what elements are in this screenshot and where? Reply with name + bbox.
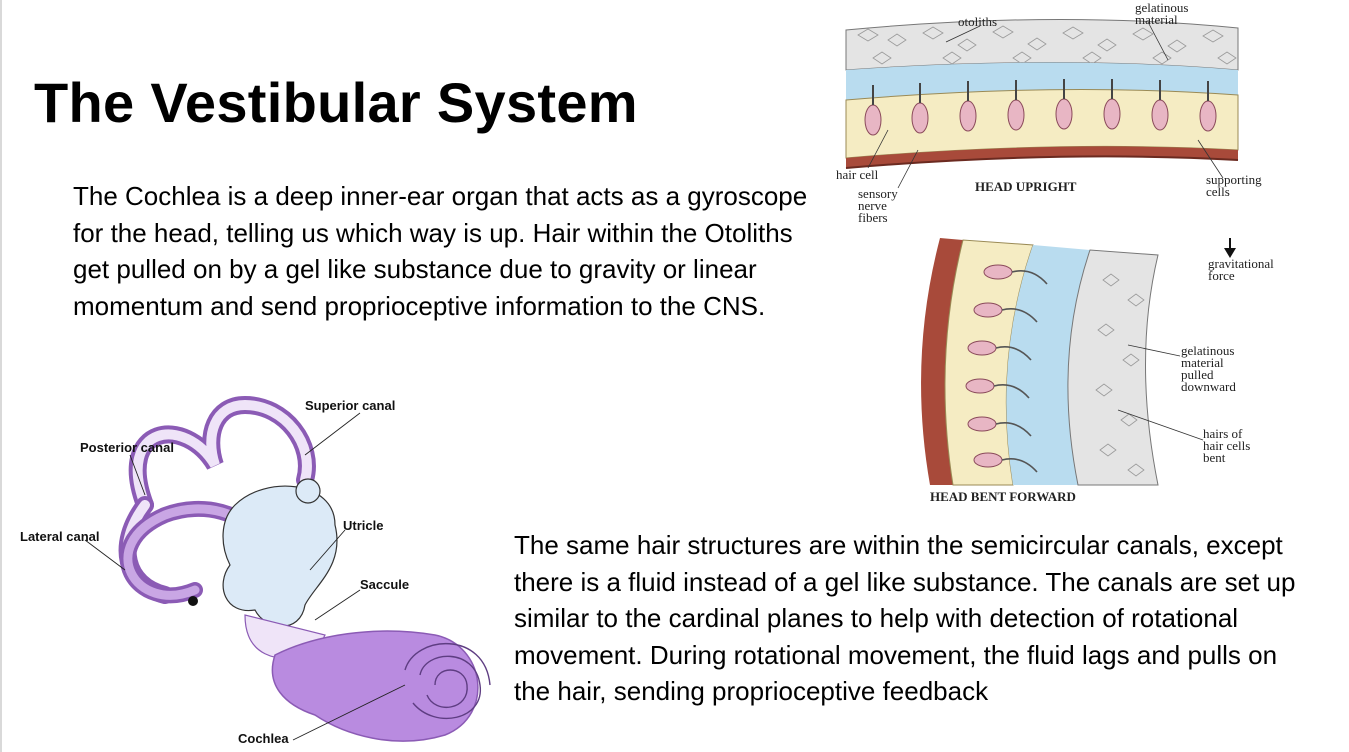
label-force: force bbox=[1208, 268, 1235, 283]
label-gelatinous-material-2: material bbox=[1135, 12, 1178, 27]
label-head-bent-forward: HEAD BENT FORWARD bbox=[930, 489, 1076, 504]
label-fibers: fibers bbox=[858, 210, 888, 225]
label-hair-cell: hair cell bbox=[836, 167, 879, 182]
label-superior-canal: Superior canal bbox=[305, 398, 395, 413]
macula-upright-illustration bbox=[845, 18, 1239, 169]
label-posterior-canal: Posterior canal bbox=[80, 440, 174, 455]
label-cells: cells bbox=[1206, 184, 1230, 199]
label-bent: bent bbox=[1203, 450, 1226, 465]
label-cochlea: Cochlea bbox=[238, 731, 289, 746]
label-utricle: Utricle bbox=[343, 518, 383, 533]
label-head-upright: HEAD UPRIGHT bbox=[975, 179, 1077, 194]
macula-bent-illustration bbox=[921, 238, 1159, 486]
label-hairs-of: hairs of bbox=[1203, 426, 1243, 441]
canal-paragraph: The same hair structures are within the … bbox=[514, 530, 1296, 706]
label-nerve: nerve bbox=[858, 198, 887, 213]
label-gelatinous-pulled: gelatinous bbox=[1181, 343, 1234, 358]
label-sensory: sensory bbox=[858, 186, 898, 201]
label-lateral-canal: Lateral canal bbox=[20, 529, 100, 544]
label-hair-cells: hair cells bbox=[1203, 438, 1250, 453]
gravitational-arrow bbox=[1224, 238, 1236, 258]
slide-title: The Vestibular System bbox=[34, 71, 638, 134]
label-supporting: supporting bbox=[1206, 172, 1262, 187]
label-downward: downward bbox=[1181, 379, 1236, 394]
label-otoliths: otoliths bbox=[958, 14, 997, 29]
label-material-pulled: material bbox=[1181, 355, 1224, 370]
label-gravitational: gravitational bbox=[1208, 256, 1274, 271]
inner-ear-diagram: Superior canal Posterior canal Lateral c… bbox=[20, 395, 491, 746]
cochlea-spiral bbox=[271, 630, 491, 742]
label-pulled: pulled bbox=[1181, 367, 1214, 382]
otolith-diagram: gelatinous material otoliths hair cell s… bbox=[836, 0, 1274, 504]
otolith-paragraph: The Cochlea is a deep inner-ear organ th… bbox=[73, 181, 808, 321]
slide-left-border bbox=[0, 0, 2, 752]
label-gelatinous-material: gelatinous bbox=[1135, 0, 1188, 15]
label-saccule: Saccule bbox=[360, 577, 409, 592]
